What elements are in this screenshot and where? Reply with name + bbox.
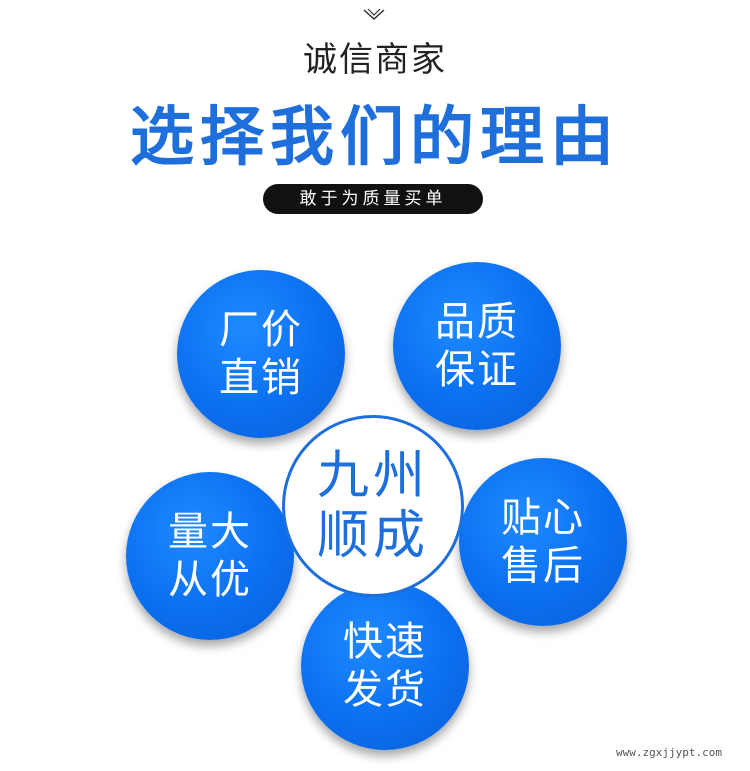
tagline-pill: 敢于为质量买单 (263, 184, 483, 214)
feature-circle-after-sales: 贴心 售后 (459, 458, 627, 626)
chevron-down-icon (363, 8, 385, 21)
feature-circle-fast-shipping: 快速 发货 (301, 582, 469, 750)
circle-line2: 保证 (435, 347, 519, 393)
feature-circle-bulk-discount: 量大 从优 (126, 472, 294, 640)
feature-circle-quality: 品质 保证 (393, 262, 561, 430)
watermark: www.zgxjjypt.com (616, 746, 722, 759)
subtitle: 诚信商家 (303, 40, 447, 80)
circle-line1: 贴心 (501, 495, 585, 541)
circle-line2: 售后 (501, 543, 585, 589)
circle-line1: 厂价 (219, 307, 303, 353)
circle-line1: 品质 (435, 299, 519, 345)
circle-line2: 直销 (219, 355, 303, 401)
circle-line1: 量大 (168, 509, 252, 555)
center-brand-circle: 九州 顺成 (282, 415, 464, 597)
circle-line2: 从优 (168, 557, 252, 603)
circle-line1: 快速 (343, 619, 427, 665)
center-line1: 九州 (316, 446, 429, 506)
headline: 选择我们的理由 (130, 101, 620, 175)
circle-line2: 发货 (343, 667, 427, 713)
feature-circle-factory-direct: 厂价 直销 (177, 270, 345, 438)
center-line2: 顺成 (316, 506, 429, 566)
